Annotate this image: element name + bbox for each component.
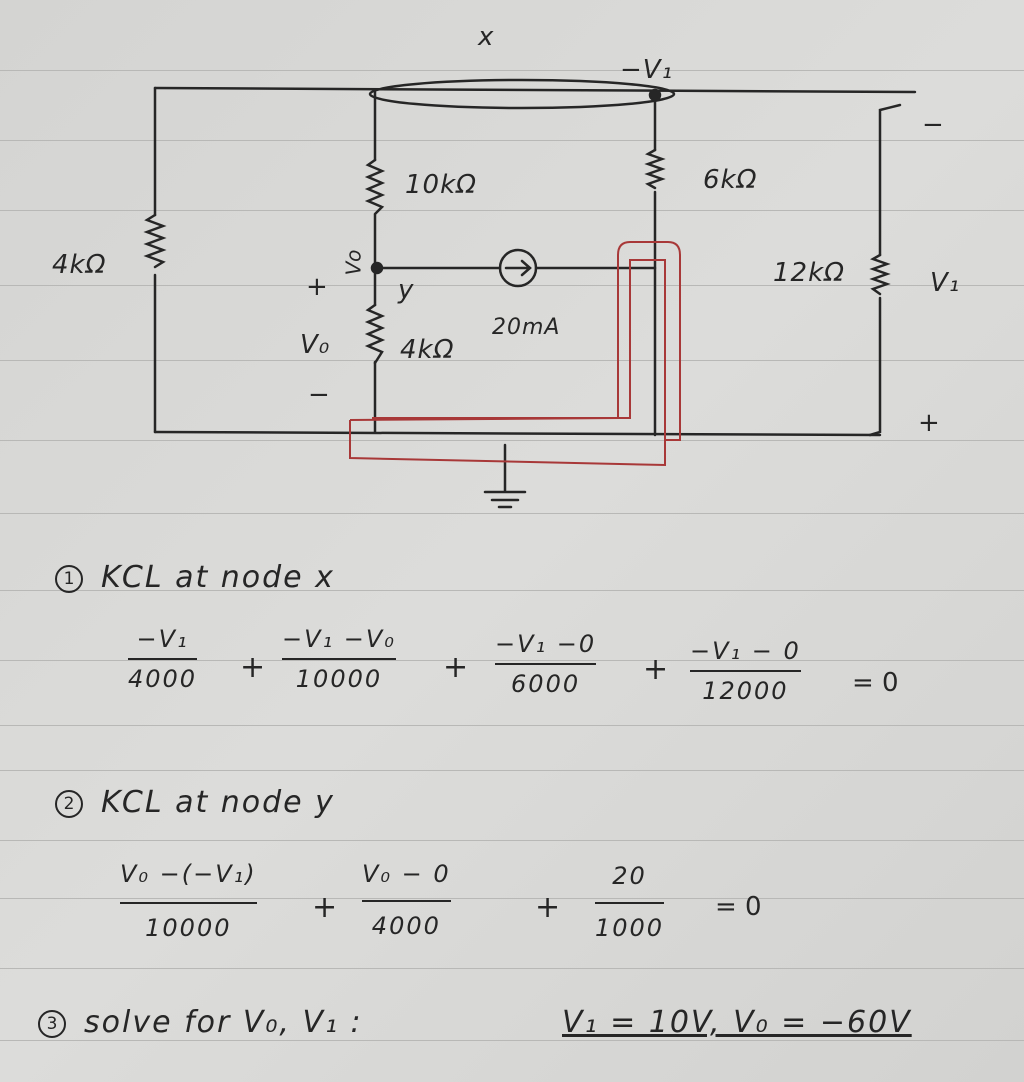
resistor-12k-label: 12kΩ xyxy=(773,258,846,288)
numerator: −V₁ −0 xyxy=(495,630,597,658)
plus-sign: + xyxy=(312,890,338,925)
numerator: V₀ − 0 xyxy=(362,860,451,888)
vo-node-label: Vo xyxy=(341,248,366,276)
step3-result: V₁ = 10V, V₀ = −60V xyxy=(562,1005,912,1040)
numerator: −V₁ − 0 xyxy=(690,637,801,665)
ruled-line xyxy=(0,898,1024,899)
step3-text: solve for V₀, V₁ : xyxy=(84,1005,363,1040)
node-x-supernode-oval xyxy=(368,78,676,110)
v1-label: V₁ xyxy=(930,268,961,298)
wire-12k xyxy=(868,103,902,437)
plus-sign: + xyxy=(643,652,669,687)
step1-heading: 1 KCL at node x xyxy=(55,560,335,595)
resistor-4k-left xyxy=(143,213,167,269)
vo-minus-label: − xyxy=(308,380,331,410)
numerator: V₀ −(−V₁) xyxy=(120,860,257,888)
ruled-line xyxy=(0,513,1024,514)
step-number-icon: 1 xyxy=(55,564,83,593)
ruled-line xyxy=(0,590,1024,591)
ruled-line xyxy=(0,360,1024,361)
ruled-line xyxy=(0,660,1024,661)
node-x-label: x xyxy=(478,22,495,52)
resistor-10k xyxy=(364,158,386,216)
ruled-line xyxy=(0,1040,1024,1041)
plus-sign: + xyxy=(535,890,561,925)
step-number-icon: 3 xyxy=(38,1009,66,1038)
ruled-line xyxy=(0,210,1024,211)
vo-plus-label: + xyxy=(306,272,329,302)
top-wire xyxy=(153,86,917,94)
current-source-label: 20mA xyxy=(492,315,561,340)
node-x-voltage-label: −V₁ xyxy=(620,55,673,85)
ruled-line xyxy=(0,840,1024,841)
ruled-line xyxy=(0,140,1024,141)
ruled-line xyxy=(0,440,1024,441)
resistor-4k-left-label: 4kΩ xyxy=(52,250,107,280)
ruled-line xyxy=(0,725,1024,726)
denominator: 12000 xyxy=(702,677,789,705)
ruled-line xyxy=(0,70,1024,71)
denominator: 10000 xyxy=(145,914,232,942)
plus-sign: + xyxy=(443,650,469,685)
step1-title: KCL at node x xyxy=(101,560,335,595)
ruled-line xyxy=(0,968,1024,969)
denominator: 6000 xyxy=(511,670,581,698)
eq2-term: 20 1000 xyxy=(595,862,665,942)
eq1-term: −V₁ −0 6000 xyxy=(495,630,597,698)
numerator: −V₁ −V₀ xyxy=(282,625,396,653)
eq1-term: −V₁ − 0 12000 xyxy=(690,637,801,705)
node-y-label: y xyxy=(398,275,415,305)
resistor-4k-mid xyxy=(364,303,386,365)
denominator: 4000 xyxy=(128,665,198,693)
eq2-term: V₀ − 0 4000 xyxy=(362,860,451,940)
equals-zero: = 0 xyxy=(715,892,762,922)
denominator: 1000 xyxy=(595,914,665,942)
resistor-10k-label: 10kΩ xyxy=(405,170,478,200)
current-source-icon xyxy=(498,248,538,288)
arrow-right-icon xyxy=(504,259,532,277)
step2-title: KCL at node y xyxy=(101,785,335,820)
numerator: 20 xyxy=(612,862,647,890)
resistor-6k-label: 6kΩ xyxy=(703,165,758,195)
bottom-wire xyxy=(153,430,882,437)
eq1-term: −V₁ −V₀ 10000 xyxy=(282,625,396,693)
circuit-diagram xyxy=(143,78,917,509)
eq1-term: −V₁ 4000 xyxy=(128,625,198,693)
denominator: 10000 xyxy=(295,665,383,693)
resistor-12k xyxy=(869,253,891,296)
equals-zero: = 0 xyxy=(852,668,899,698)
ground-icon xyxy=(483,443,527,509)
denominator: 4000 xyxy=(371,912,441,940)
step-number-icon: 2 xyxy=(55,789,83,818)
v1-minus-label: − xyxy=(922,110,945,140)
red-annotations xyxy=(349,241,681,467)
resistor-4k-mid-label: 4kΩ xyxy=(400,335,455,365)
plus-sign: + xyxy=(240,650,266,685)
vo-label: V₀ xyxy=(300,330,331,360)
eq2-term: V₀ −(−V₁) 10000 xyxy=(120,860,257,942)
resistor-6k xyxy=(644,148,666,190)
ruled-line xyxy=(0,770,1024,771)
step2-heading: 2 KCL at node y xyxy=(55,785,335,820)
numerator: −V₁ xyxy=(136,625,189,653)
v1-plus-label: + xyxy=(918,408,941,438)
step3-heading: 3 solve for V₀, V₁ : xyxy=(38,1005,363,1040)
